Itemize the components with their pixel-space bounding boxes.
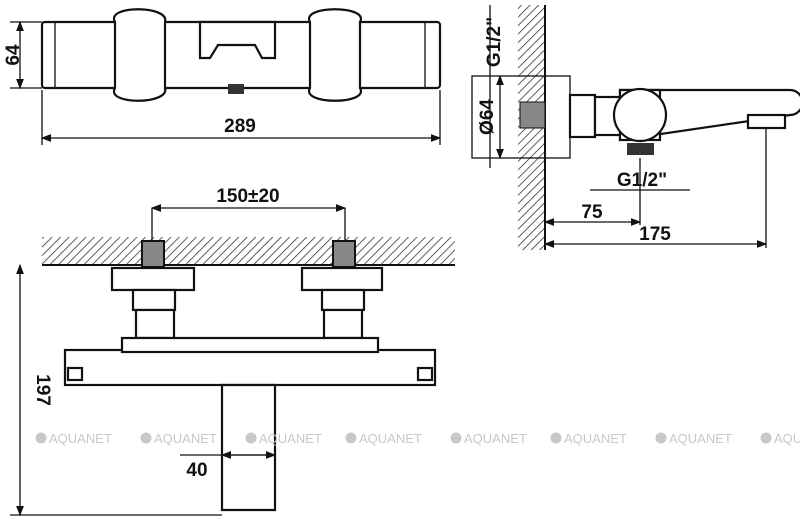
watermark-logo-icon: [550, 432, 562, 444]
watermark-logo-icon: [245, 432, 257, 444]
watermark-text: AQUANET: [774, 431, 800, 446]
watermark-text: AQUANET: [359, 431, 422, 446]
dim-side-total-depth: 175: [639, 224, 671, 245]
front-flange-left: [110, 266, 196, 292]
dim-top-height: 64: [3, 44, 24, 66]
dim-side-diameter: Ø64: [477, 99, 498, 135]
front-wall: [42, 237, 455, 265]
watermark-logo-icon: [760, 432, 772, 444]
watermark-text: AQUANET: [464, 431, 527, 446]
top-view: 64 289: [3, 8, 442, 145]
side-spout: [618, 88, 800, 142]
side-view: Ø64 G1/2" G1/2" 75 175: [471, 5, 800, 250]
side-nut: [568, 93, 597, 139]
watermark-text: AQUANET: [564, 431, 627, 446]
dim-front-inlet-spacing: 150±20: [216, 186, 279, 207]
top-knob-right: [308, 8, 362, 102]
watermark-logo-icon: [345, 432, 357, 444]
dim-top-width: 289: [224, 116, 256, 137]
side-inlet: [519, 101, 546, 129]
watermark-text: AQUANET: [154, 431, 217, 446]
front-inlet-right: [332, 240, 356, 268]
watermark-logo-icon: [140, 432, 152, 444]
front-body: [63, 348, 437, 387]
watermark-logo-icon: [450, 432, 462, 444]
watermark-text: AQUANET: [259, 431, 322, 446]
watermark-logo-icon: [35, 432, 47, 444]
dim-front-spout-width: 40: [186, 460, 207, 481]
front-spout: [220, 383, 277, 512]
watermark-text: AQUANET: [49, 431, 112, 446]
side-bottom-fitting: [627, 143, 654, 155]
dim-side-thread-inlet: G1/2": [484, 17, 505, 67]
front-view: 150±20 197 40: [10, 186, 455, 517]
top-handle: [198, 20, 277, 60]
watermarks: AQUANET AQUANET AQUANET AQUANET AQUANET AQUAN…: [35, 431, 800, 446]
front-inlet-left: [141, 240, 165, 268]
side-handle: [612, 87, 668, 143]
dim-front-height: 197: [32, 374, 53, 406]
dim-side-outlet-depth: 75: [581, 202, 603, 223]
top-outlet: [228, 84, 244, 94]
front-flange-right: [300, 266, 384, 292]
dim-side-thread-outlet: G1/2": [617, 170, 667, 191]
top-knob-left: [112, 8, 167, 102]
watermark-text: AQUANET: [669, 431, 732, 446]
watermark-logo-icon: [655, 432, 667, 444]
side-outlet: [746, 113, 787, 130]
